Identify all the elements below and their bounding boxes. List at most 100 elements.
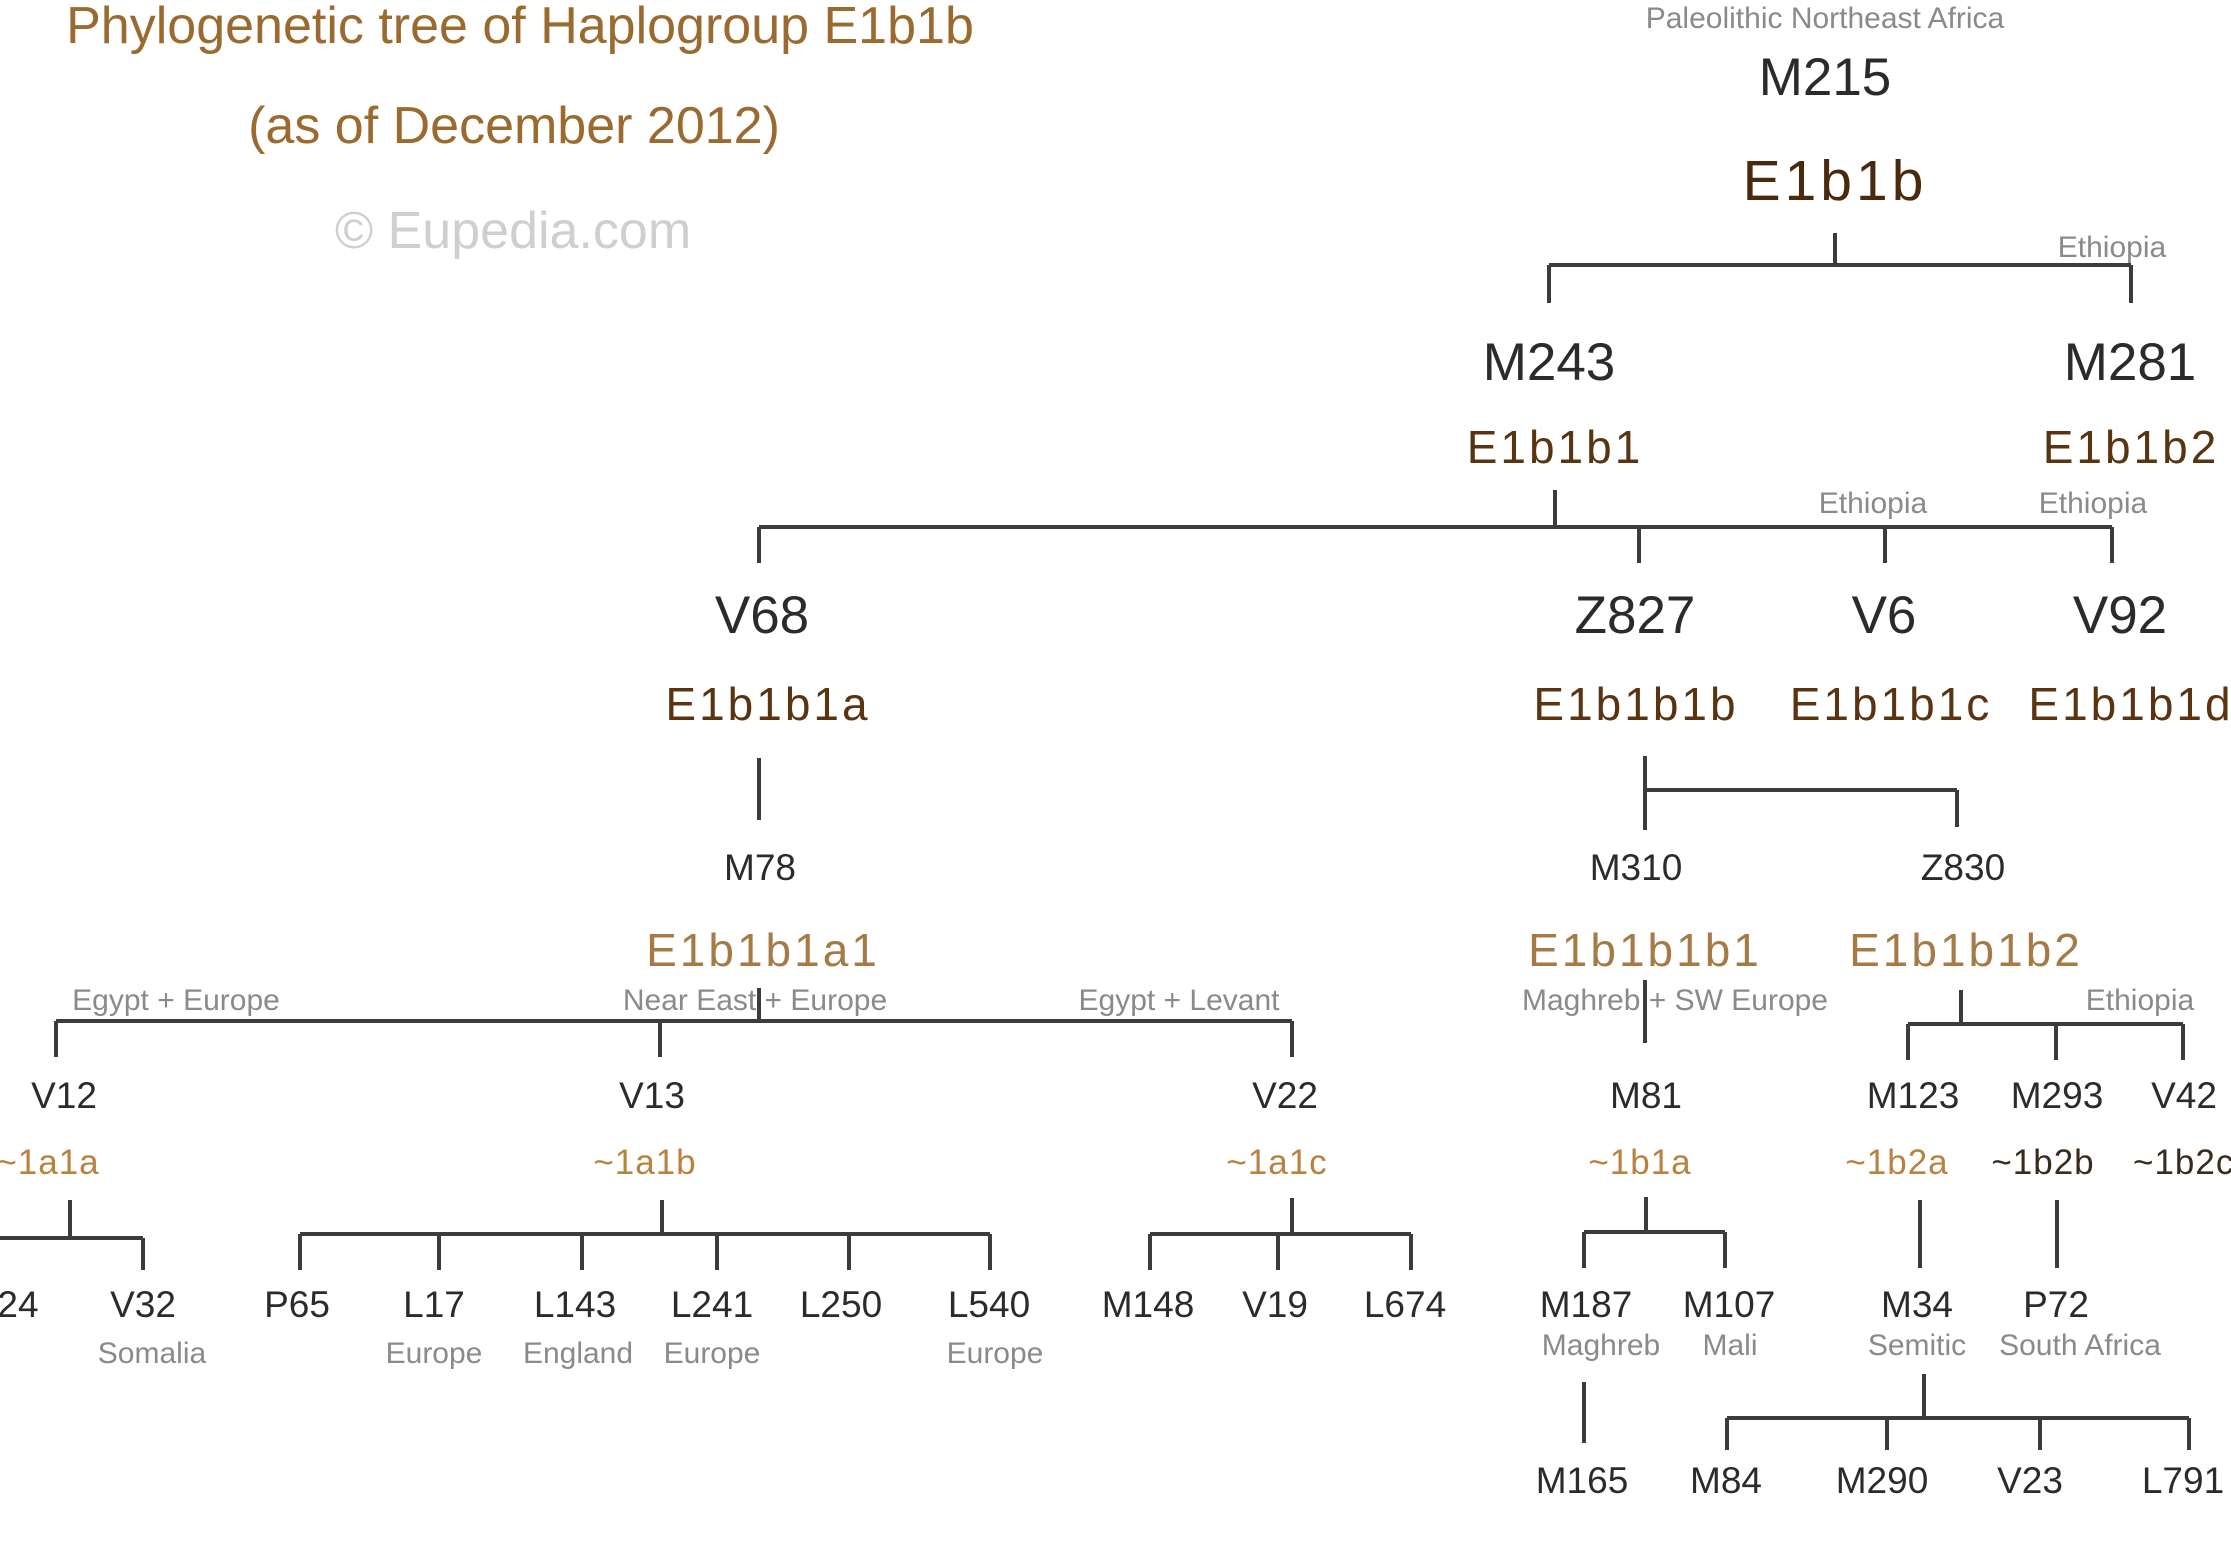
v92-snp: V92 [2073,586,2167,645]
node-v92: V92 E1b1b1d [2028,586,2231,730]
leaf-snp: L540 [948,1284,1030,1325]
v22-clade: ~1a1c [1226,1143,1327,1182]
m78-connector [54,988,1294,1057]
v22-snp: V22 [1252,1075,1318,1116]
v12-connector [0,1200,145,1270]
root-snp: M215 [1759,48,1892,107]
leaf-snp: M187 [1540,1284,1633,1325]
v22-children: M148 V19 L674 [1102,1284,1446,1325]
node-m78: M78 E1b1b1a1 [646,847,880,976]
leaf-region: Europe [386,1337,483,1370]
v12-clade: ~1a1a [0,1143,100,1182]
v6-clade: E1b1b1c [1790,678,1993,730]
z830-snp: Z830 [1921,847,2005,888]
v6-region: Ethiopia [1819,487,1928,520]
m78-snp: M78 [724,847,796,888]
v12-children: 24 V32 Somalia [0,1284,207,1370]
tree-connectors [0,233,2191,1450]
root-clade: E1b1b [1743,149,1928,213]
title-block: Phylogenetic tree of Haplogroup E1b1b (a… [66,0,974,260]
m310-clade: E1b1b1b1 [1528,924,1762,976]
node-v13: V13 ~1a1b [593,1075,696,1182]
leaf-region: Europe [664,1337,761,1370]
z830-connector [1906,990,2185,1060]
m243-connector [757,490,2114,563]
m81-snp: M81 [1610,1075,1682,1116]
m165-snp: M165 [1536,1460,1629,1501]
leaf-snp: V32 [110,1284,176,1325]
node-z830: Z830 E1b1b1b2 Ethiopia [1849,847,2194,1017]
v92-clade: E1b1b1d [2028,678,2231,730]
leaf-snp: L250 [800,1284,882,1325]
leaf-snp: L143 [534,1284,616,1325]
v22-region: Egypt + Levant [1079,984,1281,1017]
node-m81: M81 ~1b1a [1588,1075,1691,1182]
leaf-snp: M107 [1683,1284,1776,1325]
leaf-snp: M123 [1867,1075,1960,1116]
p72-region: South Africa [1999,1329,2161,1362]
leaf-snp: L674 [1364,1284,1446,1325]
m34-children: M84 M290 V23 L791 [1690,1460,2224,1501]
m310-snp: M310 [1590,847,1683,888]
root-connector [1547,233,2133,303]
leaf-region: Mali [1702,1329,1757,1362]
m81-connector [1582,1197,1727,1268]
v6-snp: V6 [1852,586,1917,645]
m281-snp: M281 [2064,333,2197,392]
root-region: Paleolithic Northeast Africa [1646,2,2005,35]
leaf-snp: P65 [264,1284,330,1325]
z827-snp: Z827 [1575,586,1696,645]
m310-region: Maghreb + SW Europe [1522,984,1828,1017]
node-p72: P72 South Africa [1999,1284,2161,1362]
node-m310: M310 E1b1b1b1 Maghreb + SW Europe [1522,847,1828,1017]
v13-children: P65 L17 Europe L143 England L241 Europe … [264,1284,1043,1370]
m243-clade: E1b1b1 [1467,421,1644,473]
m243-snp: M243 [1483,333,1616,392]
leaf-snp: V23 [1997,1460,2063,1501]
node-v22: V22 ~1a1c [1226,1075,1327,1182]
leaf-clade: ~1b2a [1845,1143,1948,1182]
leaf-region: Maghreb [1542,1329,1660,1362]
node-m281: M281 E1b1b2 [2043,333,2217,473]
node-z827: Z827 E1b1b1b [1533,586,1735,730]
v13-region: Near East + Europe [623,984,887,1017]
leaf-snp: L241 [671,1284,753,1325]
leaf-region: England [523,1337,633,1370]
v92-region: Ethiopia [2039,487,2148,520]
leaf-snp: V42 [2151,1075,2217,1116]
leaf-snp: M148 [1102,1284,1195,1325]
leaf-region: Europe [947,1337,1044,1370]
leaf-snp: M84 [1690,1460,1762,1501]
m34-snp: M34 [1881,1284,1953,1325]
title-line-1: Phylogenetic tree of Haplogroup E1b1b [66,0,974,55]
leaf-snp: M290 [1836,1460,1929,1501]
m34-connector [1725,1374,2191,1450]
title-line-2: (as of December 2012) [248,97,780,155]
leaf-clade: ~1b2b [1991,1143,2094,1182]
z827-connector [1643,756,1959,830]
v68-clade: E1b1b1a [665,678,870,730]
leaf-snp: M293 [2011,1075,2104,1116]
m281-region: Ethiopia [2058,231,2167,264]
z830-region: Ethiopia [2086,984,2195,1017]
v13-connector [298,1200,992,1270]
node-v12: V12 ~1a1a [0,1075,100,1182]
leaf-clade: ~1b2c [2133,1143,2231,1182]
m81-clade: ~1b1a [1588,1143,1691,1182]
z830-children: M123 ~1b2a M293 ~1b2b V42 ~1b2c [1845,1075,2231,1182]
v68-snp: V68 [715,586,809,645]
node-m215: Paleolithic Northeast Africa M215 E1b1b … [1646,2,2167,264]
node-m243: M243 E1b1b1 [1467,333,1644,473]
node-m34: M34 Semitic [1868,1284,1966,1362]
v12-snp: V12 [31,1075,97,1116]
m78-clade: E1b1b1a1 [646,924,880,976]
v13-snp: V13 [619,1075,685,1116]
leaf-region: Somalia [98,1337,207,1370]
v12-region: Egypt + Europe [72,984,280,1017]
v13-clade: ~1a1b [593,1143,696,1182]
z830-clade: E1b1b1b2 [1849,924,2083,976]
leaf-snp: L791 [2142,1460,2224,1501]
v22-connector [1148,1198,1413,1270]
